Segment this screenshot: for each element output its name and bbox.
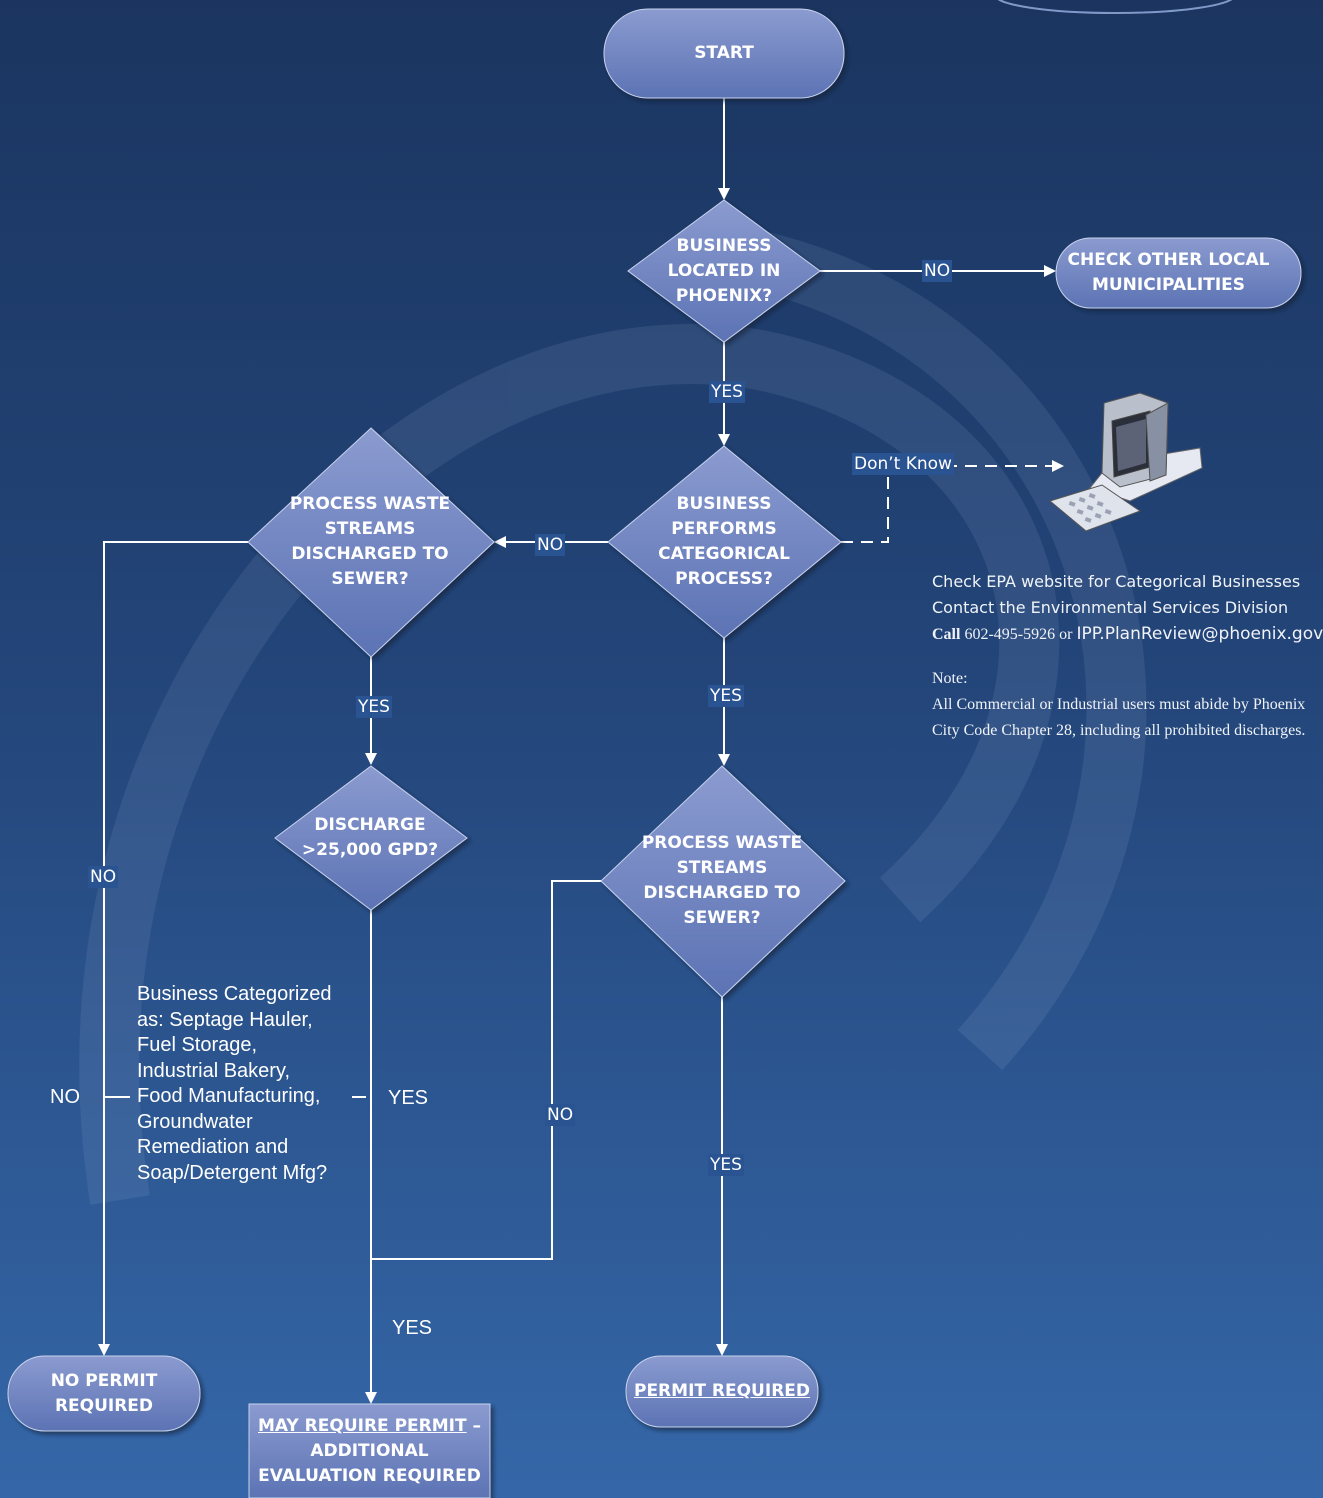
info-note-label: Note: bbox=[932, 670, 968, 687]
may-require-line-3: EVALUATION REQUIRED bbox=[258, 1465, 481, 1486]
category-line-8: Soap/Detergent Mfg? bbox=[137, 1161, 328, 1184]
edge-label-yes-left-waste: YES bbox=[356, 696, 392, 718]
waste-left-line-4: SEWER? bbox=[331, 569, 409, 589]
categorical-line-4: PROCESS? bbox=[675, 569, 773, 589]
info-call-line: Call 602-495-5926 or IPP.PlanReview@phoe… bbox=[932, 621, 1323, 648]
categorical-process-label: BUSINESS PERFORMS CATEGORICAL PROCESS? bbox=[640, 490, 808, 594]
decision-categorical-process bbox=[607, 445, 842, 639]
check-other-label: CHECK OTHER LOCAL MUNICIPALITIES bbox=[1056, 238, 1301, 308]
decision-waste-left bbox=[247, 427, 495, 658]
info-contact-line: Contact the Environmental Services Divis… bbox=[932, 598, 1289, 617]
info-block: Check EPA website for Categorical Busine… bbox=[932, 569, 1323, 744]
waste-left-line-3: DISCHARGED TO bbox=[291, 544, 449, 564]
waste-right-line-4: SEWER? bbox=[683, 908, 761, 928]
waste-left-line-2: STREAMS bbox=[324, 519, 416, 539]
no-permit-terminator bbox=[7, 1355, 201, 1432]
check-other-line-2: MUNICIPALITIES bbox=[1091, 275, 1246, 295]
permit-required-text: PERMIT REQUIRED bbox=[633, 1381, 811, 1401]
flowchart-canvas bbox=[7, 0, 1302, 1498]
edge-label-yes-merge: YES bbox=[392, 1317, 433, 1339]
start-label: START bbox=[604, 9, 844, 98]
check-other-line-1: CHECK OTHER LOCAL bbox=[1067, 250, 1270, 270]
category-line-2: as: Septage Hauler, bbox=[137, 1008, 313, 1031]
located-line-2: LOCATED IN bbox=[667, 260, 781, 281]
may-require-label: MAY REQUIRE PERMIT – ADDITIONAL EVALUATI… bbox=[249, 1404, 490, 1498]
discharge-line-1: DISCHARGE bbox=[314, 815, 426, 835]
edge-label-no-category: NO bbox=[50, 1086, 80, 1108]
located-in-phoenix-label: BUSINESS LOCATED IN PHOENIX? bbox=[648, 226, 800, 316]
category-line-1: Business Categorized bbox=[137, 983, 332, 1005]
edge-label-yes-category: YES bbox=[388, 1087, 429, 1109]
edge-label-no-right-waste: NO bbox=[545, 1104, 576, 1126]
background-ellipse bbox=[997, 0, 1233, 14]
edge-label-no-phoenix: NO bbox=[922, 260, 953, 282]
decision-discharge-gpd bbox=[274, 765, 468, 911]
dont-know-connector bbox=[841, 460, 1064, 543]
permit-required-terminator bbox=[625, 1355, 819, 1428]
computer-icon bbox=[1048, 392, 1203, 532]
waste-right-line-2: STREAMS bbox=[676, 858, 768, 878]
categorical-line-2: PERFORMS bbox=[671, 519, 777, 539]
info-epa-line: Check EPA website for Categorical Busine… bbox=[932, 572, 1301, 591]
edge-label-yes-categorical: YES bbox=[708, 685, 744, 707]
edge-label-yes-right-waste: YES bbox=[708, 1154, 744, 1176]
waste-right-line-1: PROCESS WASTE bbox=[641, 833, 803, 853]
category-line-6: Groundwater bbox=[137, 1110, 253, 1133]
may-require-line-1: MAY REQUIRE PERMIT – bbox=[258, 1414, 481, 1439]
edge-label-yes-phoenix: YES bbox=[709, 381, 745, 403]
start-terminator bbox=[603, 8, 845, 99]
waste-left-line-1: PROCESS WASTE bbox=[289, 494, 451, 514]
edge-label-no-left-waste: NO bbox=[88, 866, 119, 888]
category-line-4: Industrial Bakery, bbox=[137, 1059, 291, 1082]
info-note-line-1: All Commercial or Industrial users must … bbox=[932, 696, 1306, 713]
no-permit-label: NO PERMIT REQUIRED bbox=[8, 1356, 200, 1431]
categorical-line-1: BUSINESS bbox=[676, 494, 772, 514]
no-permit-line-1: NO PERMIT bbox=[50, 1370, 158, 1391]
may-require-underlined: MAY REQUIRE PERMIT bbox=[257, 1415, 467, 1436]
decision-located-in-phoenix bbox=[627, 199, 821, 343]
may-require-box bbox=[248, 1403, 491, 1498]
edge-label-no-categorical: NO bbox=[535, 534, 566, 556]
waste-right-line-3: DISCHARGED TO bbox=[643, 883, 801, 903]
discharge-line-2: >25,000 GPD? bbox=[301, 840, 439, 860]
located-line-1: BUSINESS bbox=[676, 235, 772, 256]
may-require-line-2: ADDITIONAL bbox=[310, 1440, 429, 1461]
start-text: START bbox=[694, 43, 754, 63]
permit-required-label: PERMIT REQUIRED bbox=[626, 1356, 818, 1427]
discharge-gpd-label: DISCHARGE >25,000 GPD? bbox=[295, 810, 445, 866]
info-note-line-2: City Code Chapter 28, including all proh… bbox=[932, 722, 1306, 739]
category-question: Business Categorized as: Septage Hauler,… bbox=[137, 982, 359, 1186]
category-line-3: Fuel Storage, bbox=[137, 1034, 258, 1056]
decision-waste-right bbox=[600, 765, 846, 998]
check-other-terminator bbox=[1055, 237, 1302, 309]
info-email-link[interactable]: IPP.PlanReview@phoenix.gov bbox=[1076, 624, 1323, 644]
info-call-number: 602-495-5926 or bbox=[960, 626, 1077, 643]
waste-left-label: PROCESS WASTE STREAMS DISCHARGED TO SEWE… bbox=[280, 490, 460, 594]
no-permit-line-2: REQUIRED bbox=[54, 1395, 154, 1416]
may-require-dash: – bbox=[466, 1415, 481, 1436]
background-swirl bbox=[79, 220, 1147, 1205]
category-line-5: Food Manufacturing, bbox=[137, 1085, 321, 1107]
waste-right-label: PROCESS WASTE STREAMS DISCHARGED TO SEWE… bbox=[632, 829, 812, 933]
edge-label-dont-know: Don’t Know bbox=[852, 453, 954, 475]
info-call-label: Call bbox=[932, 626, 961, 643]
category-line-7: Remediation and bbox=[137, 1136, 289, 1158]
located-line-3: PHOENIX? bbox=[675, 285, 773, 306]
categorical-line-3: CATEGORICAL bbox=[658, 544, 790, 564]
